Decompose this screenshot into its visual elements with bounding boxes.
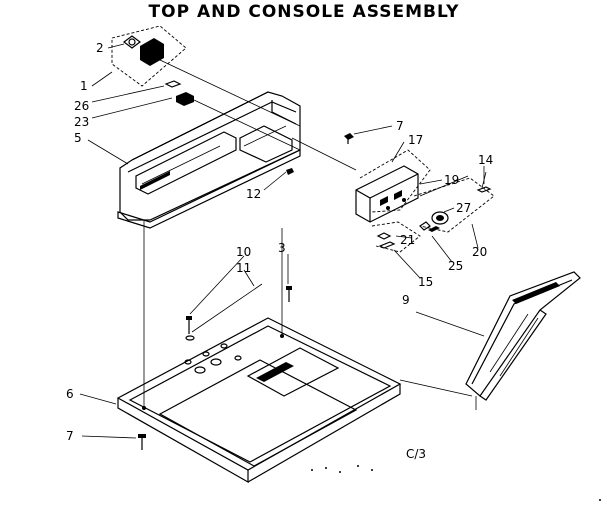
screw-7-bottom (138, 434, 146, 450)
small-console-parts (164, 80, 301, 151)
knob-assembly (419, 211, 449, 232)
callout-23: 23 (74, 115, 89, 129)
callout-5: 5 (74, 131, 82, 145)
print-specks (311, 465, 601, 501)
callout-20: 20 (472, 245, 487, 259)
callout-1: 1 (80, 79, 88, 93)
callout-14: 14 (478, 153, 493, 167)
callout-9: 9 (402, 293, 410, 307)
screw-12 (286, 168, 294, 175)
diagram-code: C/3 (406, 447, 426, 461)
dryer-top-panel (116, 317, 402, 484)
callout-26: 26 (74, 99, 89, 113)
callout-7-top: 7 (396, 119, 404, 133)
alignment-lines (143, 137, 477, 410)
callout-2: 2 (96, 41, 104, 55)
part-group-outlines (111, 25, 495, 253)
callout-labels: 2 1 26 23 5 12 7 17 14 19 27 21 20 25 15… (66, 41, 493, 461)
console-backguard (117, 91, 301, 229)
switch-bracket-assembly (355, 165, 419, 223)
callout-7-bottom: 7 (66, 429, 74, 443)
callout-21: 21 (400, 233, 415, 247)
callout-3: 3 (278, 241, 286, 255)
callout-11: 11 (236, 261, 251, 275)
callout-6: 6 (66, 387, 74, 401)
callout-25: 25 (448, 259, 463, 273)
callout-19: 19 (444, 173, 459, 187)
callout-17: 17 (408, 133, 423, 147)
diagram-title: TOP AND CONSOLE ASSEMBLY (148, 2, 460, 22)
callout-10: 10 (236, 245, 251, 259)
callout-27: 27 (456, 201, 471, 215)
lint-filter-door (465, 271, 581, 401)
screw-7-top (344, 133, 354, 144)
callout-15: 15 (418, 275, 433, 289)
small-parts-21-15 (376, 232, 396, 249)
callout-leaders (79, 43, 485, 439)
top-screws (185, 283, 292, 341)
callout-12: 12 (246, 187, 261, 201)
